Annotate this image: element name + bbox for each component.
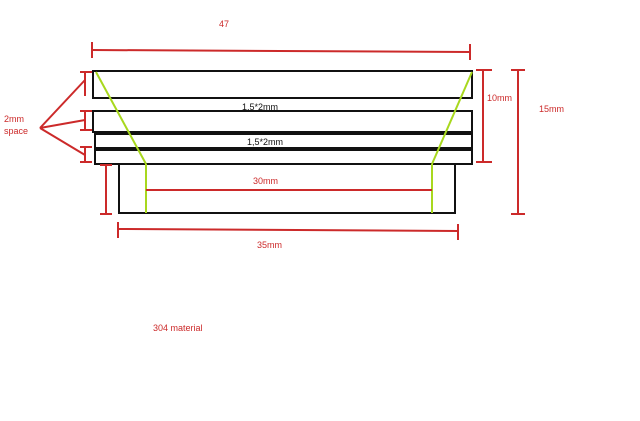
right-taper-line [431,71,473,165]
left-taper-line [95,71,147,165]
space-leader-1 [39,79,86,129]
space-note-line2: space [4,126,28,136]
space-leader-3 [39,127,86,156]
lower-fin [94,133,473,149]
top-width-dimension [91,49,471,53]
slot-upper-label: 1,5*2mm [242,102,278,112]
material-label: 304 material [153,323,203,333]
base-block [118,163,456,214]
top-plate [92,70,473,99]
height-upper-label: 10mm [487,93,512,103]
height-total-label: 15mm [539,104,564,114]
bottom-fin [94,149,473,165]
base-width-label: 35mm [257,240,282,250]
upper-fin [92,110,473,133]
inner-width-label: 30mm [253,176,278,186]
part-outline [92,70,473,214]
base-width-dimension [117,228,459,232]
space-note-line1: 2mm [4,114,24,124]
taper-lines [95,71,473,213]
space-leader-2 [39,119,86,129]
slot-lower-label: 1,5*2mm [247,137,283,147]
top-width-label: 47 [219,19,229,29]
dimension-lines [39,42,525,240]
